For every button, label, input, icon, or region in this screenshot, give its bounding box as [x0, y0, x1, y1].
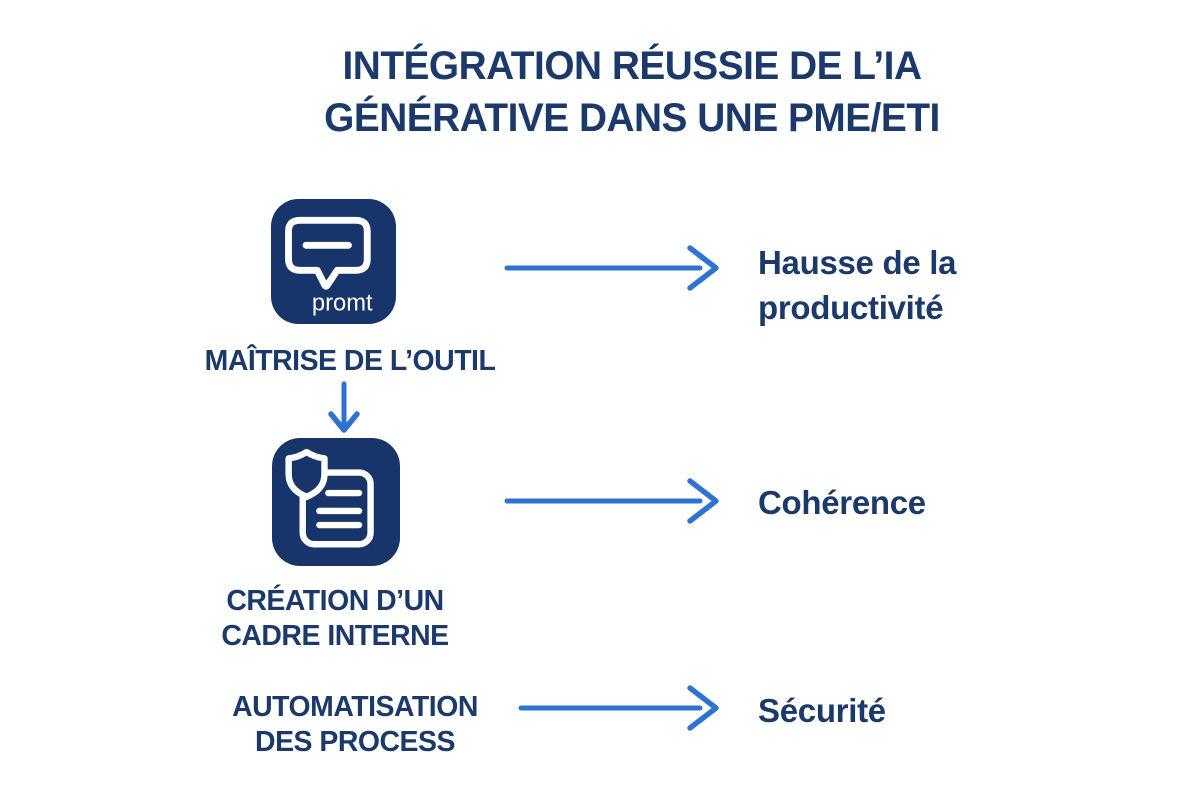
right-arrow-icon: [504, 242, 722, 294]
shield-document-icon: [272, 438, 400, 566]
outcome-securite: Sécurité: [758, 692, 886, 729]
step-label-maitrise-outil: MAÎTRISE DE L’OUTIL: [204, 345, 496, 377]
outcome-productivite: Hausse de la productivité: [758, 244, 957, 326]
page-title-line1: INTÉGRATION RÉUSSIE DE L’IA: [342, 44, 922, 88]
down-arrow-icon: [326, 381, 362, 435]
page-title: INTÉGRATION RÉUSSIE DE L’IA GÉNÉRATIVE D…: [50, 40, 1200, 144]
step-label-automatisation-line2: DES PROCESS: [255, 726, 455, 758]
shield-document-icon-svg: [272, 438, 400, 566]
step-label-automatisation: AUTOMATISATION DES PROCESS: [198, 690, 512, 760]
right-arrow-icon: [518, 682, 722, 734]
prompt-icon-caption: promt: [312, 289, 373, 316]
step-label-cadre-interne-line1: CRÉATION D’UN: [226, 585, 444, 617]
outcome-coherence: Cohérence: [758, 484, 926, 521]
prompt-chat-bubble-icon-svg: promt: [271, 199, 396, 324]
right-arrow-icon: [504, 475, 722, 527]
step-label-automatisation-line1: AUTOMATISATION: [232, 691, 478, 723]
page-title-line2: GÉNÉRATIVE DANS UNE PME/ETI: [324, 96, 940, 140]
step-label-cadre-interne: CRÉATION D’UN CADRE INTERNE: [178, 584, 492, 654]
step-label-cadre-interne-line2: CADRE INTERNE: [221, 620, 449, 652]
prompt-chat-bubble-icon: promt: [271, 199, 396, 324]
